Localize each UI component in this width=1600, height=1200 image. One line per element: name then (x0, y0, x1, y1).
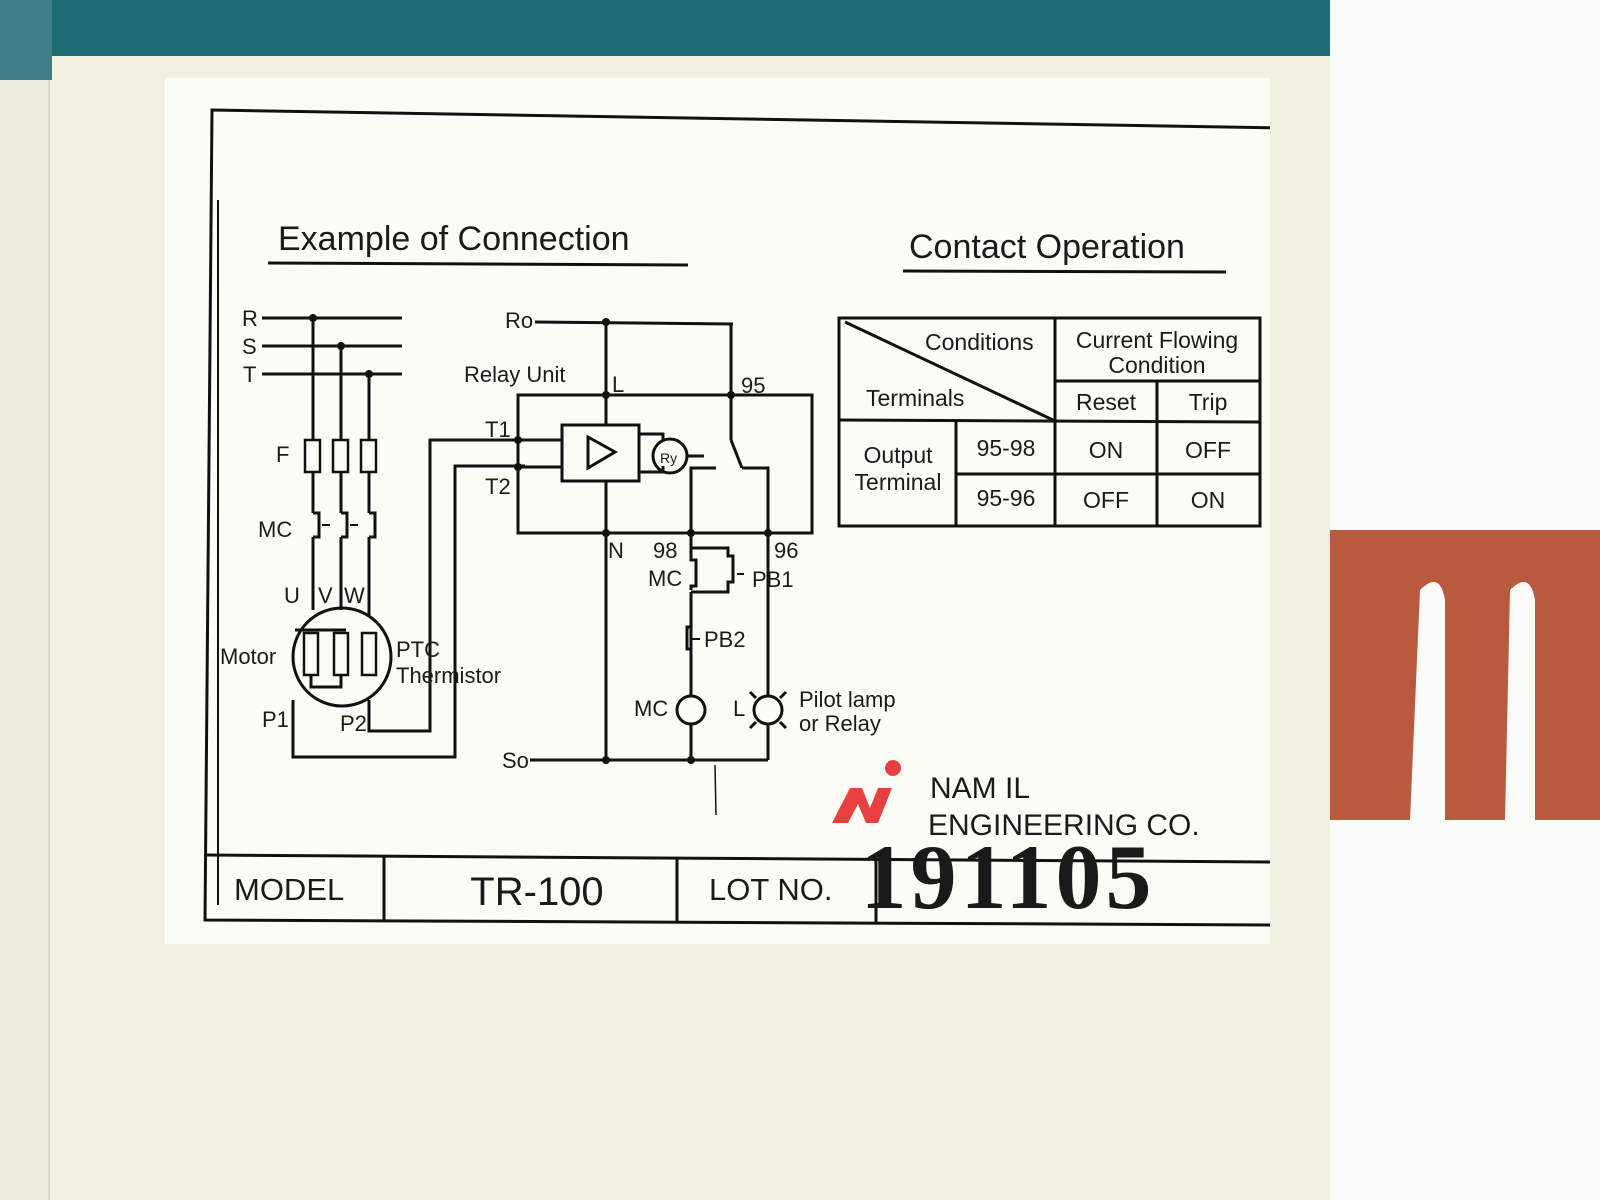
svg-text:T2: T2 (485, 474, 511, 499)
svg-text:Motor: Motor (220, 644, 276, 669)
svg-text:MC: MC (634, 696, 668, 721)
svg-text:P2: P2 (340, 711, 367, 736)
svg-text:T1: T1 (485, 417, 511, 442)
svg-text:T: T (243, 362, 256, 387)
connection-title: Example of Connection (278, 220, 630, 258)
control-circuit-labels: Ro Relay Unit L 95 T1 T2 Ry N 98 96 MC P… (464, 308, 896, 773)
model-footer (205, 853, 1273, 922)
model-label: MODEL (234, 872, 344, 907)
lot-number-stamp: 191105 (861, 826, 1156, 928)
svg-text:OFF: OFF (1185, 437, 1231, 463)
svg-text:PTC: PTC (396, 637, 440, 662)
svg-text:Pilot lamp: Pilot lamp (799, 687, 896, 712)
svg-text:MC: MC (648, 566, 682, 591)
wiring-diagram: Example of Connection Contact Operation (203, 108, 1284, 928)
svg-text:P1: P1 (262, 707, 289, 732)
lot-label: LOT NO. (709, 872, 832, 907)
svg-text:Reset: Reset (1076, 389, 1137, 415)
brand-letter-m (1330, 530, 1600, 820)
svg-text:or Relay: or Relay (799, 711, 881, 736)
svg-text:Terminals: Terminals (866, 385, 964, 411)
manufacturer-suffix: ENGINEERING CO. (928, 809, 1200, 842)
svg-text:Relay Unit: Relay Unit (464, 362, 565, 387)
svg-text:S: S (242, 334, 257, 359)
power-circuit (217, 200, 525, 905)
adjacent-device-top (0, 0, 52, 80)
svg-text:95: 95 (741, 373, 765, 398)
svg-text:Current Flowing: Current Flowing (1076, 327, 1238, 353)
svg-text:Conditions: Conditions (925, 329, 1034, 355)
svg-text:95-98: 95-98 (977, 435, 1036, 461)
contact-table (837, 316, 1262, 528)
svg-text:Ro: Ro (505, 308, 533, 333)
adjacent-device-body (0, 80, 50, 1200)
svg-text:95-96: 95-96 (977, 485, 1036, 511)
manufacturer-logo-icon (832, 760, 901, 823)
contact-title: Contact Operation (909, 228, 1185, 266)
svg-text:Terminal: Terminal (855, 469, 942, 495)
svg-text:PB2: PB2 (704, 627, 746, 652)
svg-text:V: V (318, 583, 333, 608)
svg-text:PB1: PB1 (752, 567, 794, 592)
svg-text:L: L (733, 696, 745, 721)
device-top-housing (0, 0, 1330, 56)
svg-text:W: W (344, 583, 365, 608)
svg-text:ON: ON (1089, 437, 1124, 463)
svg-text:So: So (502, 748, 529, 773)
svg-text:U: U (284, 583, 300, 608)
svg-text:OFF: OFF (1083, 487, 1129, 513)
model-value: TR-100 (470, 870, 603, 914)
contact-table-text: Conditions Terminals Current Flowing Con… (855, 327, 1239, 513)
svg-text:96: 96 (774, 538, 798, 563)
svg-text:ON: ON (1191, 487, 1226, 513)
svg-text:MC: MC (258, 517, 292, 542)
svg-text:N: N (608, 538, 624, 563)
power-circuit-labels: R S T F MC U V W Motor PTC Thermistor P1… (220, 306, 501, 736)
svg-text:F: F (276, 442, 289, 467)
svg-text:Trip: Trip (1189, 389, 1228, 415)
svg-text:Ry: Ry (660, 450, 677, 466)
svg-text:Output: Output (863, 442, 933, 468)
wiring-label: Example of Connection Contact Operation (165, 78, 1284, 944)
manufacturer-name: NAM IL (930, 772, 1030, 805)
svg-text:L: L (612, 372, 624, 397)
svg-text:98: 98 (653, 538, 677, 563)
svg-text:Thermistor: Thermistor (396, 663, 501, 688)
svg-text:Condition: Condition (1108, 352, 1205, 378)
svg-text:R: R (242, 306, 258, 331)
